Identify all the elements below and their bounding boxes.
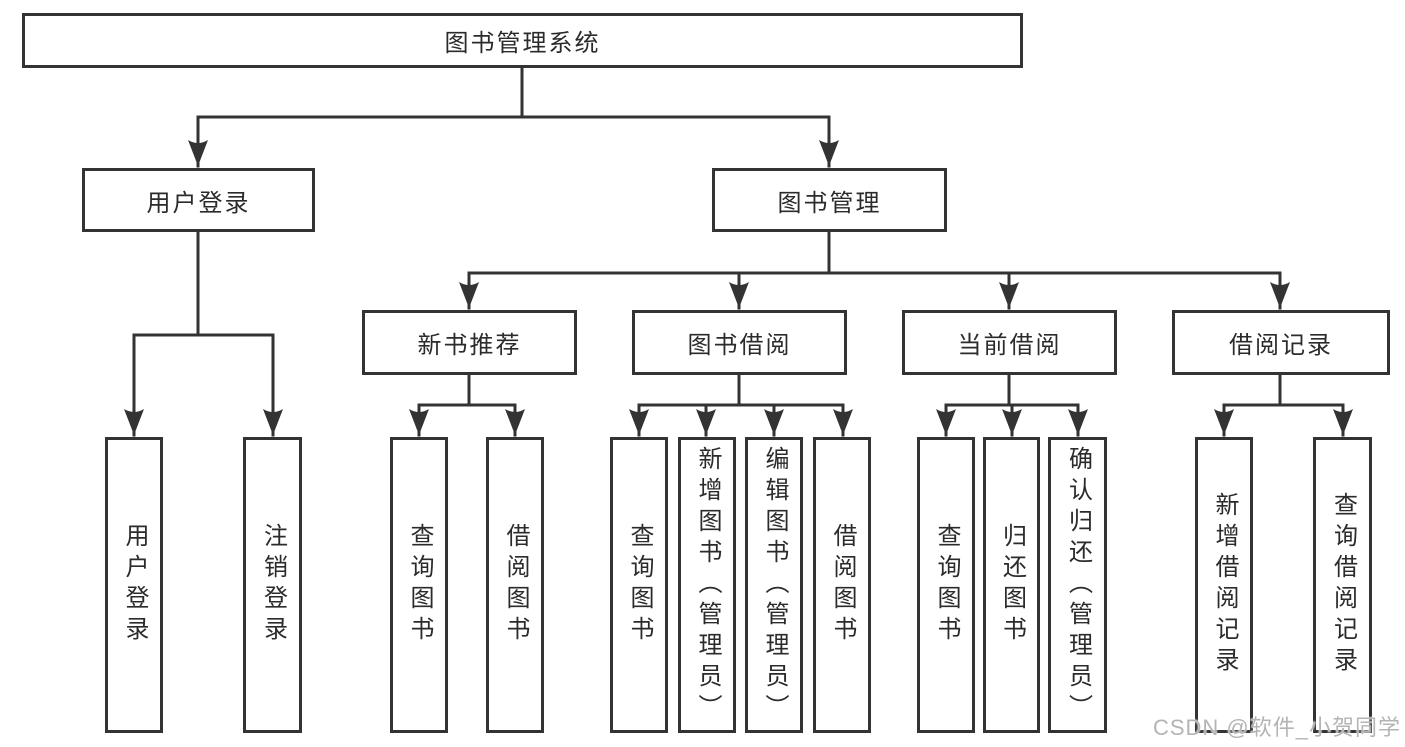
node-label: 归还图书	[998, 523, 1026, 647]
node-label: 借阅记录	[1229, 332, 1333, 359]
node-label: 确认归还（管理员）	[1064, 445, 1092, 725]
node-leaf-return-books: 归还图书	[983, 437, 1040, 733]
node-leaf-query-borrow-record: 查询借阅记录	[1313, 437, 1372, 733]
node-leaf-current-query-books: 查询图书	[917, 437, 975, 733]
node-book-management: 图书管理	[712, 168, 947, 232]
node-label: 借阅图书	[502, 523, 529, 647]
node-leaf-add-books-admin: 新增图书（管理员）	[678, 437, 736, 733]
node-label: 编辑图书（管理员）	[761, 445, 788, 725]
node-label: 图书借阅	[687, 332, 792, 359]
node-label: 查询借阅记录	[1329, 492, 1357, 678]
node-borrowing-records: 借阅记录	[1172, 310, 1390, 375]
node-leaf-borrowing-borrow-books: 借阅图书	[813, 437, 871, 733]
node-label: 新增图书（管理员）	[694, 445, 721, 725]
node-label: 查询图书	[406, 523, 433, 647]
node-label: 新增借阅记录	[1211, 492, 1238, 678]
node-label: 用户登录	[121, 523, 148, 647]
node-label: 用户登录	[146, 189, 251, 217]
node-label: 查询图书	[933, 523, 960, 647]
node-label: 新书推荐	[417, 332, 522, 359]
node-label: 借阅图书	[829, 523, 856, 647]
node-label: 图书管理	[777, 189, 882, 217]
node-leaf-logout: 注销登录	[243, 437, 302, 733]
node-current-borrowing: 当前借阅	[902, 310, 1117, 375]
node-user-login: 用户登录	[82, 168, 315, 232]
node-label: 注销登录	[259, 523, 287, 647]
node-leaf-recommend-query-books: 查询图书	[390, 437, 448, 733]
node-leaf-recommend-borrow-books: 借阅图书	[486, 437, 544, 733]
node-new-book-recommendation: 新书推荐	[362, 310, 577, 375]
node-leaf-borrowing-query-books: 查询图书	[610, 437, 668, 733]
node-leaf-add-borrow-record: 新增借阅记录	[1195, 437, 1253, 733]
node-root: 图书管理系统	[22, 13, 1023, 68]
node-leaf-user-login: 用户登录	[105, 437, 163, 733]
node-label: 当前借阅	[957, 332, 1062, 359]
node-leaf-confirm-return-admin: 确认归还（管理员）	[1048, 437, 1107, 733]
node-label: 图书管理系统	[444, 30, 601, 57]
node-leaf-edit-books-admin: 编辑图书（管理员）	[745, 437, 803, 733]
node-label: 查询图书	[626, 523, 653, 647]
watermark-csdn: CSDN @软件_小贺同学	[1152, 715, 1401, 740]
node-book-borrowing: 图书借阅	[632, 310, 847, 375]
